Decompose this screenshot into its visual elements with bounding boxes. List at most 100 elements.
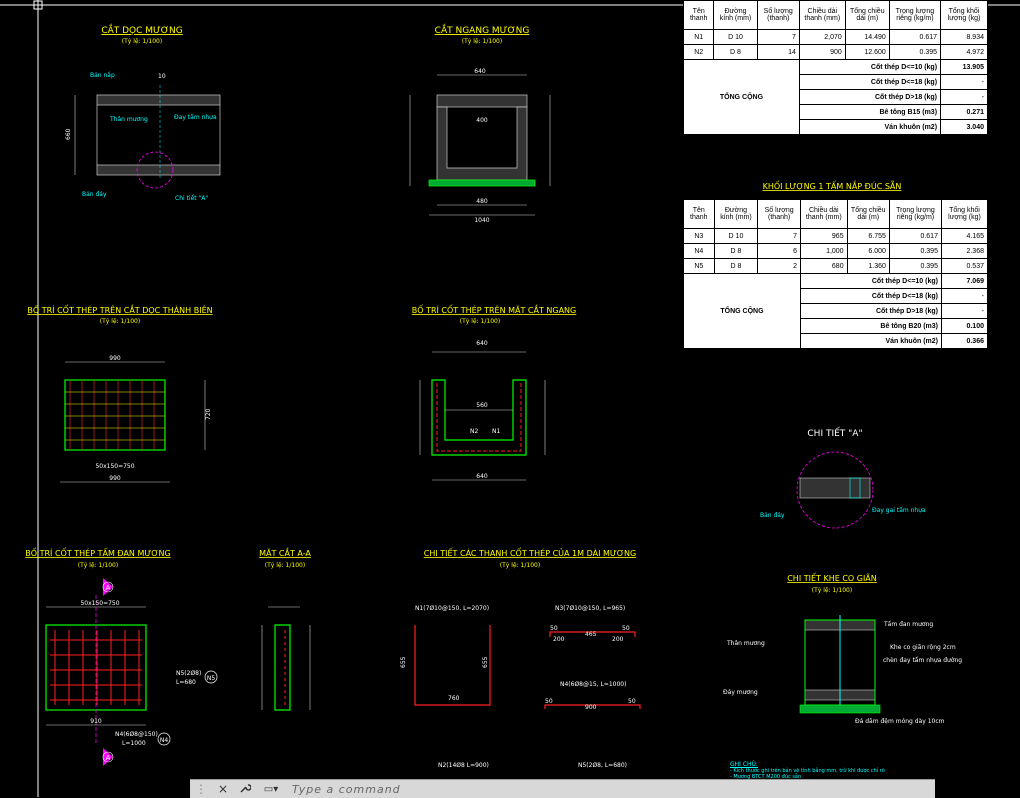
label-day-gai: Đay gai tấm nhựa (872, 507, 926, 514)
label-day-muong: Đáy mương (723, 689, 758, 696)
t1-h1: Đường kính (mm) (713, 0, 758, 30)
svg-text:640: 640 (476, 473, 488, 480)
label-than-muong: Thân mương (109, 116, 148, 123)
title-detail-a: CHI TIẾT "A" (807, 427, 862, 439)
t1-total: TỔNG CỘNG (683, 59, 800, 135)
label-da-dam: Đá dăm đệm móng dày 10cm (855, 718, 945, 725)
svg-text:(Tỷ lệ: 1/100): (Tỷ lệ: 1/100) (500, 562, 540, 569)
notes-title: GHI CHÚ: (730, 761, 758, 768)
svg-text:50x150=750: 50x150=750 (95, 463, 134, 470)
marker-n2: N2 (470, 428, 478, 435)
marker-n4: N4 (160, 737, 168, 744)
t1-h2: Số lượng (thanh) (756, 0, 800, 30)
svg-text:900: 900 (585, 704, 597, 711)
label-day-tam-nhua: Đay tấm nhựa (174, 114, 217, 121)
svg-text:50: 50 (545, 698, 553, 705)
dim-cross-total: 1040 (474, 217, 489, 224)
dim-height: 660 (65, 128, 72, 140)
title-rebar-cross: BỐ TRÍ CỐT THÉP TRÊN MẶT CẮT NGANG (412, 303, 576, 316)
scale-cross: (Tỷ lệ: 1/100) (462, 38, 502, 45)
svg-text:50: 50 (628, 698, 636, 705)
table-cover-qty-1: Tên thanh Đường kính (mm) Số lượng (than… (683, 0, 988, 135)
label-ban-day: Bản đáy (82, 191, 107, 198)
dim-10: 10 (158, 73, 166, 80)
marker-a-bottom: A (106, 754, 111, 762)
label-than-muong-joint: Thân mương (726, 640, 765, 647)
svg-text:(Tỷ lệ: 1/100): (Tỷ lệ: 1/100) (100, 318, 140, 325)
cross-section: CẮT NGANG MƯƠNG (Tỷ lệ: 1/100) 640 480 1… (409, 23, 551, 224)
svg-text:655: 655 (400, 656, 407, 668)
rebar-longitudinal: BỐ TRÍ CỐT THÉP TRÊN CẮT DỌC THÀNH BIÊN … (27, 303, 213, 483)
wrench-icon[interactable] (234, 782, 256, 797)
rebar-cross: BỐ TRÍ CỐT THÉP TRÊN MẶT CẮT NGANG (Tỷ l… (412, 303, 576, 481)
bar-n3-label: N3(7Ø10@150, L=965) (555, 605, 625, 612)
t1-h5: Trọng lượng riêng (kg/m) (888, 0, 942, 30)
svg-text:465: 465 (585, 631, 597, 638)
command-input[interactable]: Type a command (292, 782, 401, 796)
svg-text:(Tỷ lệ: 1/100): (Tỷ lệ: 1/100) (78, 562, 118, 569)
title-cross: CẮT NGANG MƯƠNG (435, 23, 530, 36)
n5-tag: N5(2Ø8) (176, 670, 201, 677)
svg-text:50: 50 (622, 625, 630, 632)
svg-text:(Tỷ lệ: 1/100): (Tỷ lệ: 1/100) (460, 318, 500, 325)
command-prompt-icon[interactable]: ▭▾ (263, 783, 279, 795)
title-bar-detail: CHI TIẾT CÁC THANH CỐT THÉP CỦA 1M DÀI M… (424, 546, 636, 558)
t1-h6: Tổng khối lượng (kg) (940, 0, 988, 30)
dim-cross-top: 640 (474, 68, 486, 75)
title-joint: CHI TIẾT KHE CO GIÃN (787, 572, 877, 583)
title-longitudinal: CẮT DỌC MƯƠNG (101, 23, 182, 36)
close-icon[interactable]: × (217, 782, 229, 796)
t1-h4: Tổng chiều dài (m) (844, 0, 890, 30)
note-1: - Kích thước ghi trên bản vẽ tính bằng m… (730, 768, 885, 774)
dim-cross-inner: 480 (476, 198, 488, 205)
t1-h3: Chiều dài thanh (mm) (798, 0, 846, 30)
detail-a-callout (136, 151, 174, 189)
marker-n5: N5 (207, 675, 215, 682)
label-chi-tiet-a: Chi tiết "A" (175, 195, 208, 202)
label-khe-co-gian: Khe co giãn rộng 2cm (890, 644, 956, 651)
svg-text:(Tỷ lệ: 1/100): (Tỷ lệ: 1/100) (265, 562, 305, 569)
n5-len: L=680 (176, 679, 196, 686)
label-ban-nap: Bản nắp (90, 72, 115, 79)
marker-n1: N1 (492, 428, 500, 435)
joint-detail: CHI TIẾT KHE CO GIÃN (Tỷ lệ: 1/100) Tấm … (723, 572, 962, 725)
n4-len: L=1000 (122, 740, 146, 747)
note-2: - Mương BTCT M200 đúc sẵn (730, 774, 802, 780)
svg-text:990: 990 (109, 475, 121, 482)
command-line-bar[interactable]: ⋮ × ▭▾ Type a command (190, 779, 935, 798)
svg-text:(Tỷ lệ: 1/100): (Tỷ lệ: 1/100) (812, 587, 852, 594)
title-rebar-long: BỐ TRÍ CỐT THÉP TRÊN CẮT DỌC THÀNH BIÊN (27, 303, 212, 315)
svg-text:720: 720 (205, 408, 212, 420)
bar-details: CHI TIẾT CÁC THANH CỐT THÉP CỦA 1M DÀI M… (400, 546, 641, 769)
label-ban-day-a: Bản đáy (760, 512, 785, 519)
svg-text:200: 200 (612, 636, 624, 643)
bar-n4-label: N4(6Ø8@15, L=1000) (560, 681, 626, 688)
label-chen-day: chèn đay tẩm nhựa đường (883, 657, 962, 664)
label-tam-dan: Tấm đan mương (883, 621, 933, 628)
svg-text:990: 990 (109, 355, 121, 362)
svg-text:50x150=750: 50x150=750 (80, 600, 119, 607)
section-aa: MẶT CẮT A-A (Tỷ lệ: 1/100) (259, 546, 311, 711)
marker-a-top: A (106, 584, 111, 592)
svg-text:200: 200 (553, 636, 565, 643)
bar-n2-label: N2(14Ø8 L=900) (438, 762, 489, 769)
svg-text:50: 50 (550, 625, 558, 632)
grip-icon[interactable]: ⋮ (195, 782, 207, 796)
bar-n1-label: N1(7Ø10@150, L=2070) (415, 605, 489, 612)
n4-tag: N4(6Ø8@150) (115, 731, 158, 738)
svg-text:760: 760 (448, 695, 460, 702)
title-cover-qty: KHỐI LƯỢNG 1 TẤM NẮP ĐÚC SẴN (763, 179, 902, 191)
detail-a: CHI TIẾT "A" Bản đáy Đay gai tấm nhựa (760, 427, 926, 529)
scale-longitudinal: (Tỷ lệ: 1/100) (122, 38, 162, 45)
bar-n5-label: N5(2Ø8, L=680) (578, 762, 627, 769)
dim-cross-open: 400 (476, 117, 488, 124)
title-section-aa: MẶT CẮT A-A (259, 546, 311, 559)
crosshair-pickbox (33, 0, 43, 10)
svg-text:655: 655 (482, 656, 489, 668)
rebar-slab: BỐ TRÍ CỐT THÉP TẤM ĐAN MƯƠNG (Tỷ lệ: 1/… (25, 546, 218, 766)
title-rebar-slab: BỐ TRÍ CỐT THÉP TẤM ĐAN MƯƠNG (25, 546, 170, 558)
svg-text:560: 560 (476, 402, 488, 409)
svg-text:910: 910 (90, 718, 102, 725)
